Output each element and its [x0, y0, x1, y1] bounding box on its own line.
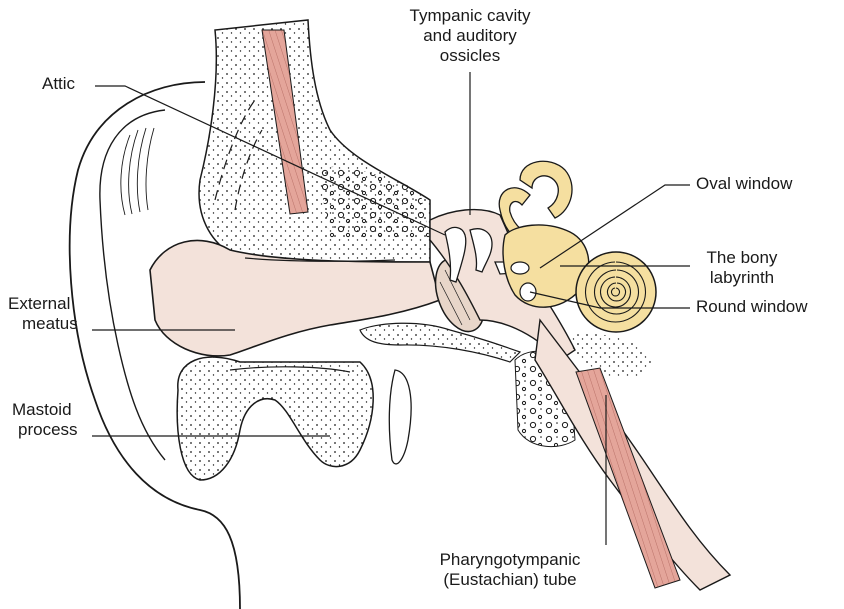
label-tympanic-line3: ossicles — [385, 46, 555, 66]
round-window — [520, 283, 536, 301]
label-eustachian-tube: Pharyngotympanic (Eustachian) tube — [425, 550, 595, 590]
label-eustachian-line1: Pharyngotympanic — [425, 550, 595, 570]
label-tympanic-line1: Tympanic cavity — [385, 6, 555, 26]
label-attic-line1: Attic — [42, 74, 75, 94]
label-round-window: Round window — [696, 297, 808, 317]
label-round-window-line1: Round window — [696, 297, 808, 317]
cochlea — [576, 252, 656, 332]
label-oval-window: Oval window — [696, 174, 792, 194]
oval-window — [511, 262, 529, 274]
middle-ear-floor — [360, 323, 520, 362]
label-tympanic-cavity: Tympanic cavity and auditory ossicles — [385, 6, 555, 66]
label-bony-labyrinth-line1: The bony — [692, 248, 792, 268]
label-mastoid-process: Mastoid process — [12, 400, 78, 440]
label-bony-labyrinth-line2: labyrinth — [692, 268, 792, 288]
label-bony-labyrinth: The bony labyrinth — [692, 248, 792, 288]
label-external-meatus: External meatus — [8, 294, 78, 334]
label-attic: Attic — [42, 74, 75, 94]
air-cells-upper — [318, 167, 430, 240]
label-external-meatus-line2: meatus — [8, 314, 78, 334]
mastoid-process — [177, 357, 373, 480]
semicircular-canal-a — [520, 161, 572, 218]
label-external-meatus-line1: External — [8, 294, 78, 314]
label-mastoid-line2: process — [12, 420, 78, 440]
label-eustachian-line2: (Eustachian) tube — [425, 570, 595, 590]
helix-hatching — [121, 128, 154, 215]
styloid-process — [389, 370, 411, 464]
label-tympanic-line2: and auditory — [385, 26, 555, 46]
label-mastoid-line1: Mastoid — [12, 400, 78, 420]
label-oval-window-line1: Oval window — [696, 174, 792, 194]
